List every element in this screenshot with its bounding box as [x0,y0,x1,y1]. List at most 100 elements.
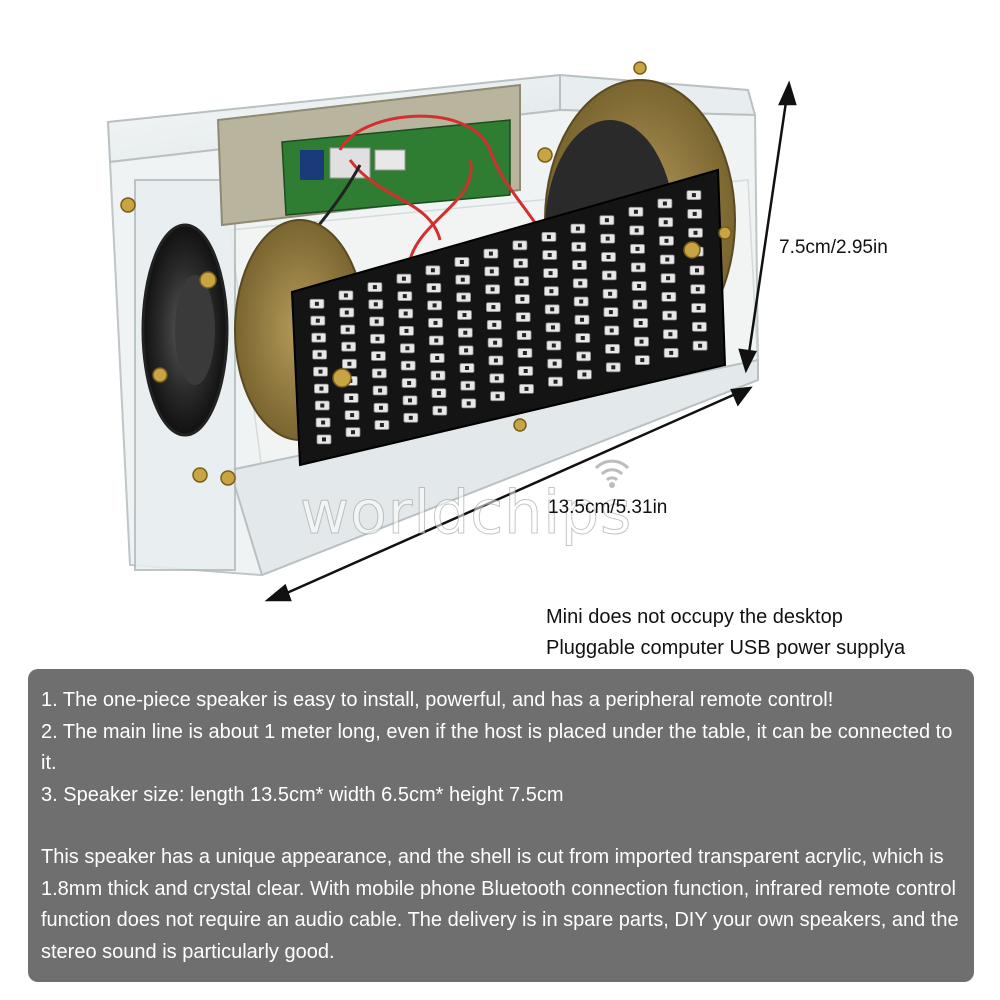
led-chip [493,340,498,345]
feature-line: Pluggable computer USB power supplya [546,637,906,659]
led-chip [633,209,638,214]
brass-screws [120,61,732,486]
led-chip [373,302,378,307]
length-dimension-arrow [264,386,753,602]
led-chip [432,303,437,308]
led-chip [465,383,470,388]
led-chip [580,317,584,322]
led-chip [604,218,609,223]
led-chip [547,253,552,257]
led-chip [662,201,667,206]
led-chip [405,346,410,351]
led-chip [316,335,321,340]
led-chip [461,295,466,300]
led-chip [695,268,699,273]
spec-item: 3. Speaker size: length 13.5cm* width 6.… [41,783,564,806]
led-chip [492,322,497,327]
led-chip [576,244,581,249]
led-chip [581,354,586,359]
led-chip [403,311,408,316]
led-chip [692,211,697,216]
control-board [216,83,521,227]
paragraph-gap [41,811,962,842]
led-chip [315,318,320,323]
led-chip [522,351,527,355]
led-chip [401,276,406,281]
led-chip [607,273,612,278]
height-dimension-label: 7.5cm/2.95in [779,237,888,258]
led-chip [546,234,551,239]
brand-watermark: worldchips [299,478,633,549]
led-chip [520,297,525,302]
led-chip [459,260,464,264]
led-chip [550,307,555,312]
led-chip [406,363,411,368]
led-chip [665,257,670,262]
led-chip [466,401,471,406]
led-chip [379,405,383,410]
led-chip [462,313,467,317]
led-chip [521,315,526,320]
led-chip [434,338,439,343]
led-chip [608,291,613,296]
led-chip [668,332,673,337]
led-chip [318,369,323,374]
led-chip [606,255,611,259]
led-chip [375,336,380,341]
led-chip [697,324,702,329]
led-chip [638,321,643,325]
led-chip [637,302,642,307]
led-chip [666,276,671,281]
led-chip [605,236,610,241]
speaker-product-illustration [106,61,797,602]
led-chip [408,398,412,403]
led-chip [579,299,584,304]
led-chip [343,293,348,298]
led-chip [377,371,382,376]
led-chip [524,386,529,391]
led-chip [376,354,381,358]
led-chip [494,376,499,381]
led-chip [553,379,558,384]
led-chip [465,366,469,370]
led-chip [691,193,696,198]
led-chip [322,437,326,442]
led-chip [460,277,465,282]
led-chip [349,396,354,400]
led-chip [582,372,587,377]
led-chip [636,265,641,270]
feature-line: Mini does not occupy the desktop [546,606,843,628]
led-chip [488,251,493,256]
height-dimension-arrow [738,80,797,374]
led-chip [577,263,582,267]
led-chip [407,381,412,385]
led-chip [345,327,350,332]
led-chip [404,328,409,333]
led-chip [491,305,496,310]
led-chip [464,348,469,353]
spec-item: 2. The main line is about 1 meter long, … [41,720,953,775]
led-chip [347,361,352,366]
led-chip [319,386,324,391]
led-chip [433,320,438,325]
led-chip [664,238,669,243]
led-chip [609,328,614,333]
led-chip [344,310,349,315]
led-chip [522,333,527,338]
led-chip [698,343,703,348]
led-chip [402,294,407,299]
led-chip [374,319,379,324]
led-chip [436,373,440,378]
led-chip [321,420,326,425]
led-chip [493,358,498,363]
led-chip [489,269,494,274]
led-chip [436,391,441,396]
led-chip [314,301,319,306]
led-chip [548,271,553,276]
led-chip [610,346,615,351]
spec-item: 1. The one-piece speaker is easy to inst… [41,689,834,711]
led-chip [549,289,554,294]
led-chip [663,220,668,225]
led-chip [640,358,645,363]
led-chip [635,246,640,251]
